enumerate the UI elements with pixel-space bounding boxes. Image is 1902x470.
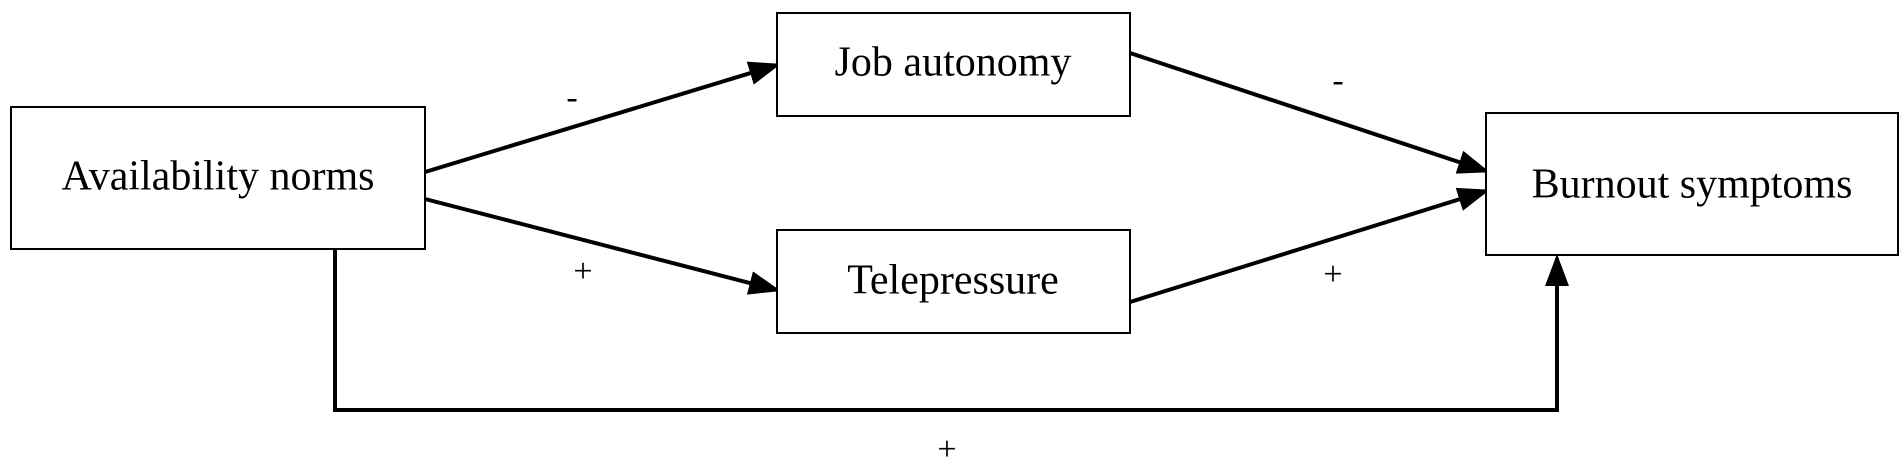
edge-telepressure-to-burnout bbox=[1129, 187, 1490, 304]
edge-availability-to-burnout bbox=[333, 250, 1569, 412]
sign-availability-to-telepressure: + bbox=[573, 253, 592, 290]
edge-autonomy-to-burnout bbox=[1129, 51, 1490, 174]
edge-availability-to-telepressure bbox=[424, 197, 781, 295]
node-job-autonomy: Job autonomy bbox=[776, 12, 1131, 117]
sign-autonomy-to-burnout: - bbox=[1332, 62, 1343, 99]
node-label-job-autonomy: Job autonomy bbox=[835, 40, 1072, 86]
node-label-burnout-symptoms: Burnout symptoms bbox=[1532, 162, 1853, 208]
sign-availability-to-autonomy: - bbox=[566, 79, 577, 116]
node-telepressure: Telepressure bbox=[776, 229, 1131, 334]
sign-telepressure-to-burnout: + bbox=[1323, 256, 1342, 293]
node-label-availability-norms: Availability norms bbox=[61, 154, 374, 200]
node-label-telepressure: Telepressure bbox=[847, 258, 1059, 304]
node-availability-norms: Availability norms bbox=[10, 106, 426, 250]
edge-availability-to-autonomy bbox=[424, 61, 781, 174]
sign-availability-to-burnout: + bbox=[937, 431, 956, 468]
node-burnout-symptoms: Burnout symptoms bbox=[1485, 112, 1899, 256]
